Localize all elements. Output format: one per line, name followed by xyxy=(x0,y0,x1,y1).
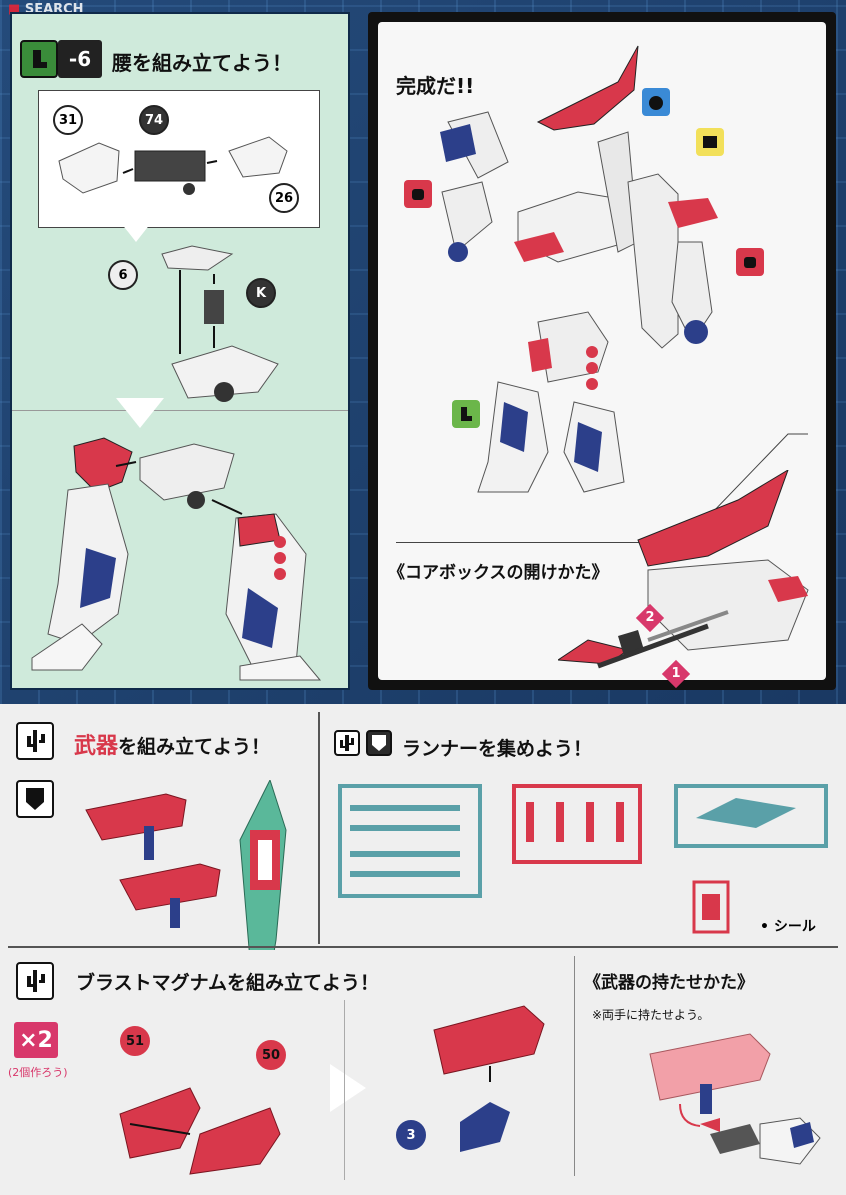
part-number: 6 xyxy=(108,260,138,290)
shield-icon xyxy=(366,730,392,756)
weapon-parts-illustration xyxy=(85,780,287,950)
blast-assembly-illustration xyxy=(433,1005,545,1152)
legs-to-waist-illustration xyxy=(31,437,322,681)
vertical-divider xyxy=(344,1000,345,1180)
part-number: 74 xyxy=(139,105,169,135)
blast-parts-illustration xyxy=(119,1087,281,1175)
horizontal-divider xyxy=(8,946,838,948)
vertical-divider xyxy=(318,712,320,944)
seal-label: • シール xyxy=(760,919,816,935)
step-marker: 2 xyxy=(635,603,665,633)
part-number: 31 xyxy=(53,105,83,135)
corner-line xyxy=(683,433,808,543)
part-number: K xyxy=(246,278,276,308)
runner-sprues-illustration xyxy=(338,784,828,934)
down-arrow xyxy=(114,214,158,242)
body-tag-icon xyxy=(696,128,724,156)
head-tag-icon xyxy=(642,88,670,116)
complete-title: 完成だ!! xyxy=(396,74,475,98)
part-number: 26 xyxy=(269,183,299,213)
completed-inner: 完成だ!! xyxy=(378,22,826,689)
blast-title: ブラストマグナムを組み立てよう！ xyxy=(76,972,380,994)
parts-frame: 31 74 26 xyxy=(38,90,320,228)
waist-parts-illustration xyxy=(58,136,288,195)
part-number: 51 xyxy=(120,1026,150,1056)
leg-tag-icon xyxy=(452,400,480,428)
runner-title: ランナーを集めよう！ xyxy=(402,738,593,760)
leg-icon xyxy=(20,40,58,78)
step-marker: 1 xyxy=(661,659,691,689)
vertical-divider xyxy=(574,956,575,1176)
shield-icon xyxy=(16,780,54,818)
part-number: 3 xyxy=(396,1120,426,1150)
completed-panel: 完成だ!! xyxy=(368,12,836,690)
completed-robot-illustration xyxy=(440,45,718,493)
hold-title: 《武器の持たせかた》 xyxy=(584,973,754,993)
down-arrow xyxy=(116,398,164,428)
multiplier-badge: ×2 xyxy=(14,1022,58,1058)
step-title: 腰を組み立てよう！ xyxy=(112,51,292,75)
hand-tag-icon xyxy=(736,248,764,276)
core-box-illustration xyxy=(558,470,809,669)
weapon-title-red: 武器 xyxy=(74,734,119,759)
core-box-title: 《コアボックスの開けかた》 xyxy=(388,563,609,583)
cactus-icon xyxy=(16,962,54,1000)
waist-joint-illustration xyxy=(161,245,279,402)
part-number: 50 xyxy=(256,1040,286,1070)
step-badge: -6 xyxy=(58,40,102,78)
cactus-icon xyxy=(334,730,360,756)
weapon-section: 武器を組み立てよう！ ランナーを集めよう！ • シール ブラストマグナムを組み立… xyxy=(0,704,846,1195)
hand-tag-icon xyxy=(404,180,432,208)
weapon-title-rest: を組み立てよう！ xyxy=(118,736,271,758)
multiplier-note: (2個作ろう) xyxy=(8,1066,68,1079)
waist-assembly-panel: -6 腰を組み立てよう！ 31 74 26 6 K xyxy=(10,12,350,690)
cactus-icon xyxy=(16,722,54,760)
section-divider xyxy=(12,410,348,411)
divider-line xyxy=(396,542,684,543)
hold-note: ※両手に持たせよう。 xyxy=(592,1008,710,1022)
weapon-title: 武器を組み立てよう！ xyxy=(74,728,270,760)
right-arrow xyxy=(330,1064,366,1112)
hold-weapon-illustration xyxy=(649,1033,821,1165)
